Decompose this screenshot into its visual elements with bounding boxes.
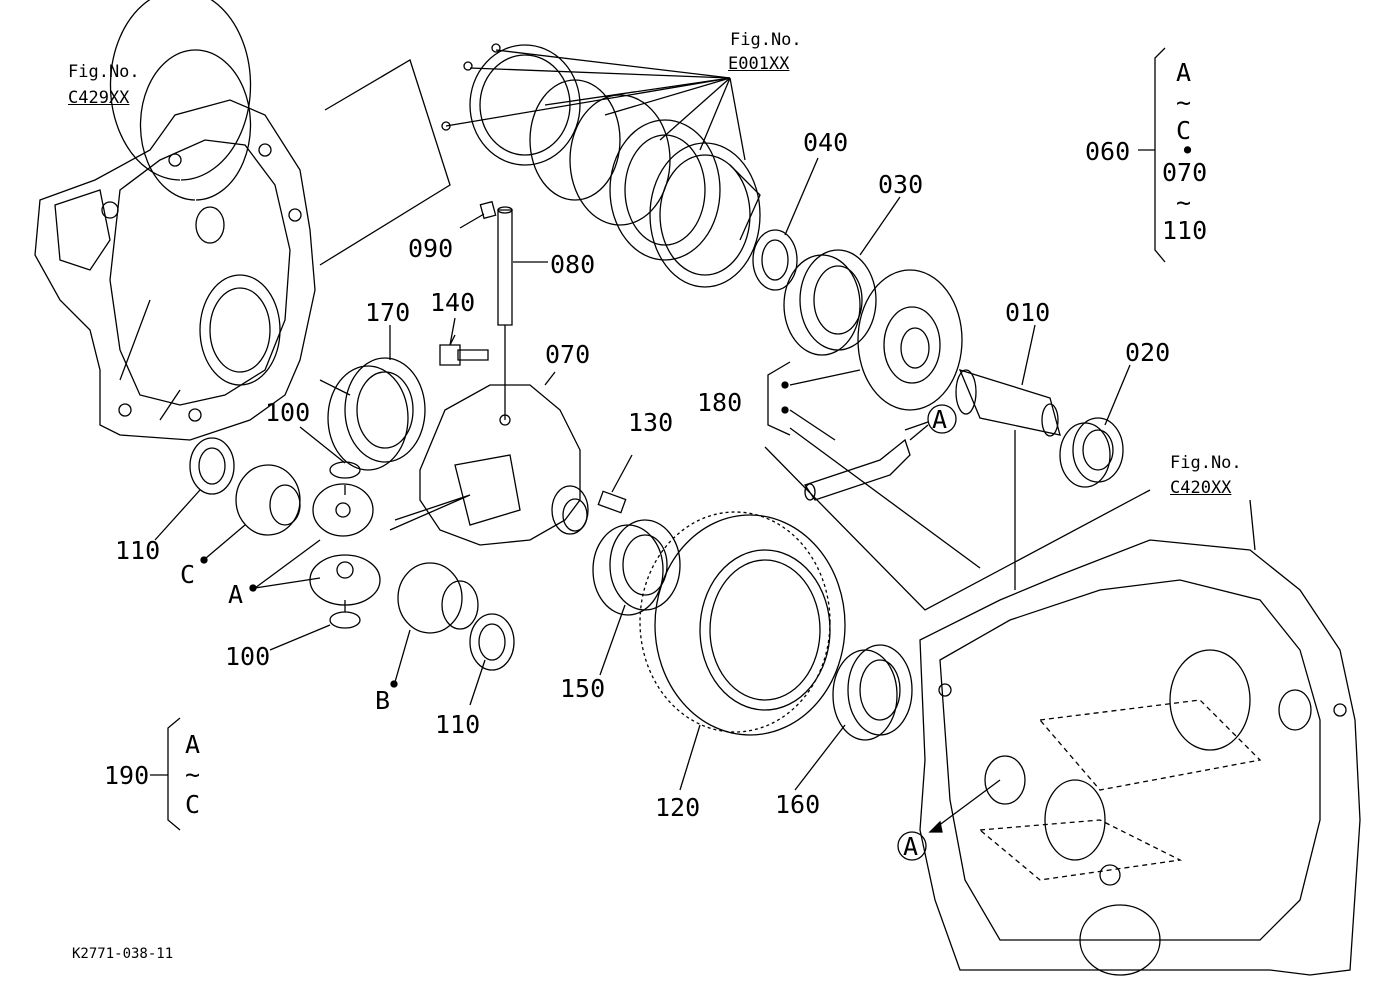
group-060-line3: C [1176, 116, 1192, 145]
part-label-040: 040 [803, 128, 849, 157]
leader-030 [860, 197, 900, 255]
group-060-line6: ~ [1176, 188, 1192, 217]
leader-100b [270, 625, 330, 650]
circle-a2 [928, 405, 956, 433]
leader-110a [155, 490, 200, 540]
part-label-170: 170 [365, 298, 411, 327]
part-label-110-group: 110 [1162, 216, 1208, 245]
left-housing [35, 0, 315, 440]
letter-b: B [375, 686, 391, 715]
part-label-080: 080 [550, 250, 596, 279]
fig-ref-right-code: C420XX [1170, 478, 1232, 498]
fig-ref-left-code: C429XX [68, 88, 130, 108]
letter-a-pinion: A [228, 580, 244, 609]
right-housing [920, 500, 1360, 975]
pin-130 [598, 455, 632, 513]
leader-a2 [905, 422, 928, 430]
part-label-090: 090 [408, 234, 454, 263]
fig-ref-top-code: E001XX [728, 54, 790, 74]
part-label-100-top: 100 [265, 398, 311, 427]
fig-ref-right-title: Fig.No. [1170, 453, 1242, 473]
leader-b [395, 630, 410, 682]
leader-c [206, 525, 245, 558]
bevel-gear [858, 270, 962, 410]
pinion-shaft [805, 425, 928, 500]
differential-case-070 [390, 372, 588, 545]
part-label-110-left: 110 [115, 536, 161, 565]
pin-and-key [460, 202, 548, 420]
seal-040 [753, 230, 797, 290]
leader-110c [470, 660, 485, 705]
bracket-190 [168, 718, 180, 830]
circle-a3 [898, 832, 926, 860]
letter-a-shaft: A [932, 405, 948, 434]
part-label-010: 010 [1005, 298, 1051, 327]
part-label-070: 070 [545, 340, 591, 369]
part-label-030: 030 [878, 170, 924, 199]
leader-150 [600, 605, 625, 675]
leader-160 [795, 725, 845, 790]
leader-020 [1105, 365, 1130, 425]
letter-a-housing: A [903, 832, 919, 861]
letter-c: C [180, 560, 196, 589]
group-190-line2: ~ [185, 760, 201, 789]
part-label-150: 150 [560, 674, 606, 703]
bearing-170 [320, 358, 425, 470]
leader-010 [1022, 325, 1035, 385]
leader-040 [785, 158, 818, 235]
leader-120 [680, 725, 700, 790]
shaft-010 [956, 370, 1060, 436]
ring-gear-120 [640, 512, 845, 735]
bracket-180 [768, 362, 790, 435]
fig-ref-left-title: Fig.No. [68, 62, 140, 82]
part-label-020: 020 [1125, 338, 1171, 367]
leader-box-right [765, 447, 1150, 610]
bearing-030 [784, 250, 876, 355]
bearing-160 [833, 645, 912, 740]
part-label-180: 180 [697, 388, 743, 417]
leader-140 [450, 318, 455, 345]
part-label-100-bottom: 100 [225, 642, 271, 671]
leader-box-left [320, 60, 450, 265]
bearing-150 [593, 520, 680, 615]
drawing-id: K2771-038-11 [72, 946, 174, 962]
bolt-140 [440, 335, 488, 365]
bracket-060 [1155, 48, 1165, 262]
group-060-line5: 070 [1162, 158, 1208, 187]
group-060-line4: • [1180, 136, 1196, 165]
part-label-130: 130 [628, 408, 674, 437]
group-190-line3: C [185, 790, 201, 819]
part-label-110-right: 110 [435, 710, 481, 739]
leader-a1 [255, 540, 320, 588]
fig-ref-top-title: Fig.No. [730, 30, 802, 50]
part-label-190: 190 [104, 761, 150, 790]
part-label-160: 160 [775, 790, 821, 819]
bearing-020 [1060, 418, 1123, 487]
part-label-120: 120 [655, 793, 701, 822]
part-label-140: 140 [430, 288, 476, 317]
group-060-line1: A [1176, 58, 1192, 87]
leader-100a [300, 427, 345, 463]
part-label-060: 060 [1085, 137, 1131, 166]
group-060-line2: ~ [1176, 88, 1192, 117]
group-190-line1: A [185, 730, 201, 759]
leader-a3 [930, 780, 1000, 832]
pinion-gears [190, 438, 514, 670]
clutch-pack [442, 44, 760, 287]
